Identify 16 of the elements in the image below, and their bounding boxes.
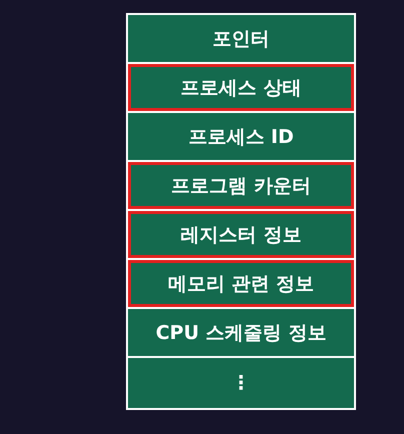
- highlighted-field-box: [126, 258, 356, 309]
- highlighted-field-box: [126, 209, 356, 260]
- field-label: 레지스터 정보: [180, 222, 302, 248]
- highlighted-field-box: [126, 160, 356, 211]
- field-label: 프로세스 상태: [180, 76, 302, 100]
- field-label: CPU 스케줄링 정보: [156, 320, 326, 346]
- field-box: [126, 111, 356, 162]
- field-label: 프로세스 ID: [188, 124, 294, 150]
- field-box: [126, 13, 356, 64]
- highlighted-field-box: [126, 62, 356, 113]
- field-label: 메모리 관련 정보: [168, 272, 314, 296]
- field-box: [126, 356, 356, 410]
- field-label: 프로그램 카운터: [171, 174, 311, 198]
- field-label: 포인터: [212, 26, 270, 52]
- field-box: [126, 307, 356, 358]
- field-label: ⋮: [232, 372, 250, 394]
